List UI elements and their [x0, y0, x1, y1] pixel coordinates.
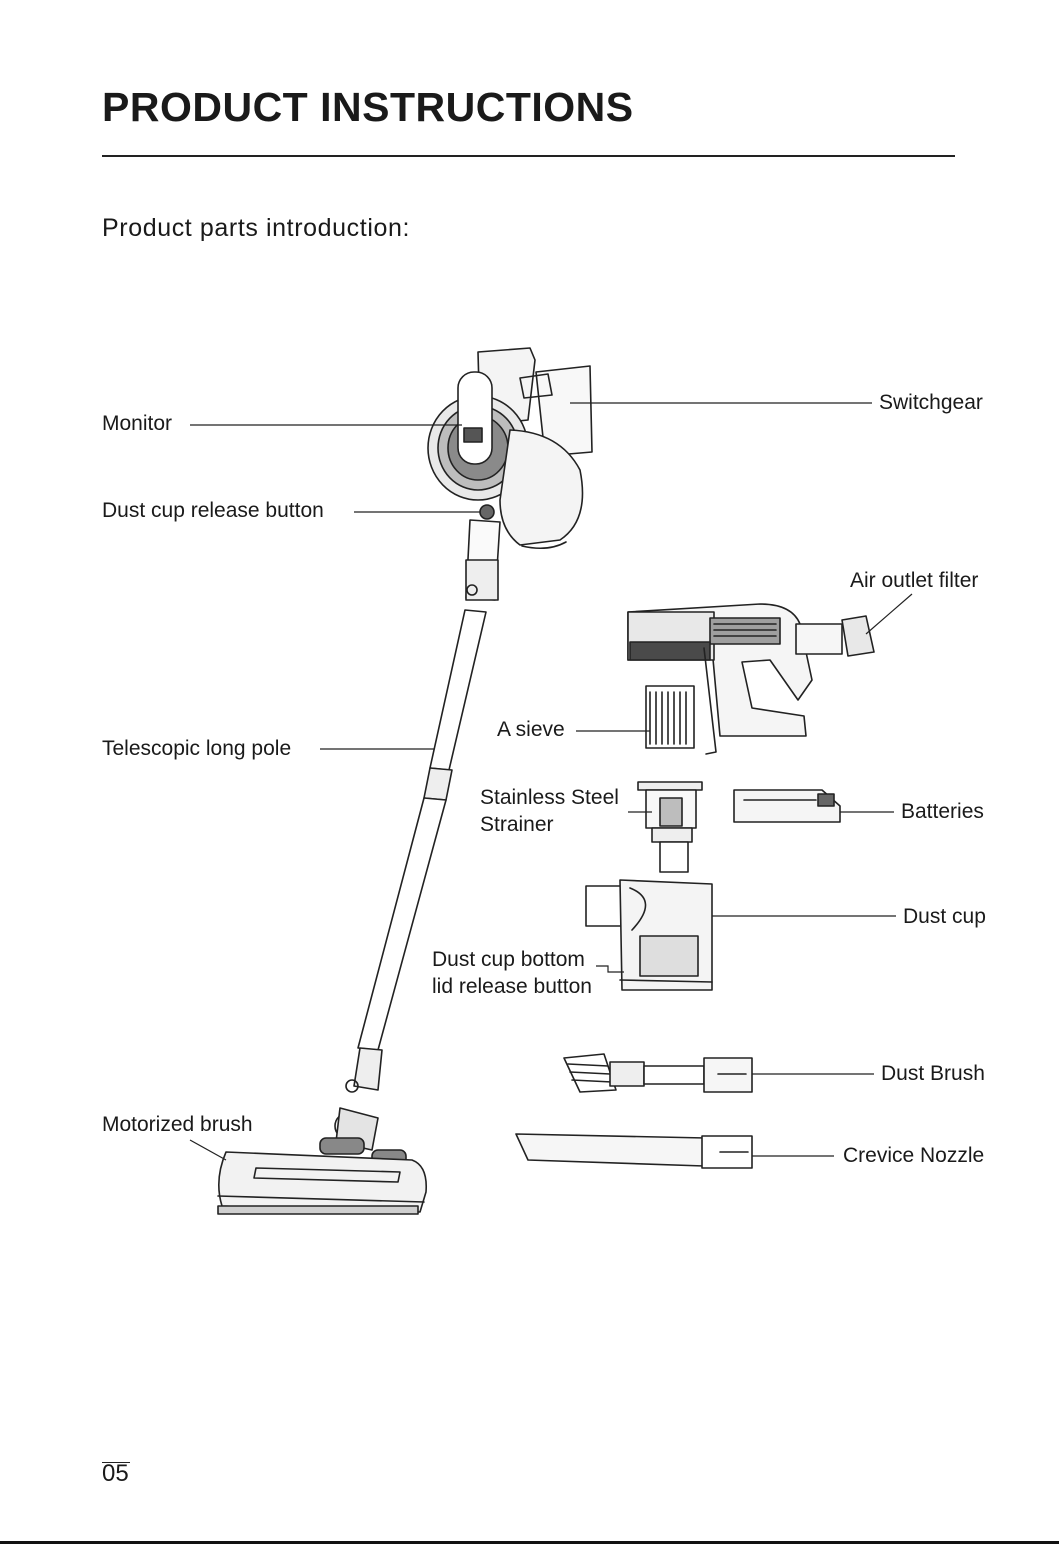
vacuum-assembled-illustration: [218, 348, 592, 1214]
label-dust-cup-bottom-line-1: Dust cup bottom: [432, 946, 592, 973]
label-dust-cup-bottom-lid-release-button: Dust cup bottom lid release button: [432, 946, 592, 1000]
dust-cup-lid-leader-line: [596, 966, 624, 972]
sieve-illustration: [646, 686, 694, 748]
label-dust-cup: Dust cup: [903, 903, 986, 930]
label-strainer-line-1: Stainless Steel: [480, 784, 619, 811]
label-crevice-nozzle: Crevice Nozzle: [843, 1142, 984, 1169]
label-motorized-brush: Motorized brush: [102, 1111, 253, 1138]
crevice-nozzle-illustration: [516, 1134, 752, 1168]
label-stainless-steel-strainer: Stainless Steel Strainer: [480, 784, 619, 838]
dust-cup-illustration: [586, 880, 712, 990]
stainless-steel-strainer-illustration: [638, 782, 702, 872]
label-telescopic-long-pole: Telescopic long pole: [102, 735, 291, 762]
motorized-brush-leader-line: [190, 1140, 226, 1160]
label-switchgear: Switchgear: [879, 389, 983, 416]
air-outlet-filter-illustration: [796, 616, 874, 656]
label-dust-cup-bottom-line-2: lid release button: [432, 973, 592, 1000]
label-strainer-line-2: Strainer: [480, 811, 619, 838]
label-air-outlet-filter: Air outlet filter: [850, 567, 978, 594]
dust-brush-illustration: [564, 1054, 752, 1092]
label-a-sieve: A sieve: [497, 716, 565, 743]
battery-illustration: [734, 790, 840, 822]
label-dust-cup-release-button: Dust cup release button: [102, 497, 324, 524]
air-outlet-filter-leader-line: [866, 594, 912, 634]
label-dust-brush: Dust Brush: [881, 1060, 985, 1087]
label-batteries: Batteries: [901, 798, 984, 825]
label-monitor: Monitor: [102, 410, 172, 437]
page-number: 05: [102, 1460, 129, 1488]
